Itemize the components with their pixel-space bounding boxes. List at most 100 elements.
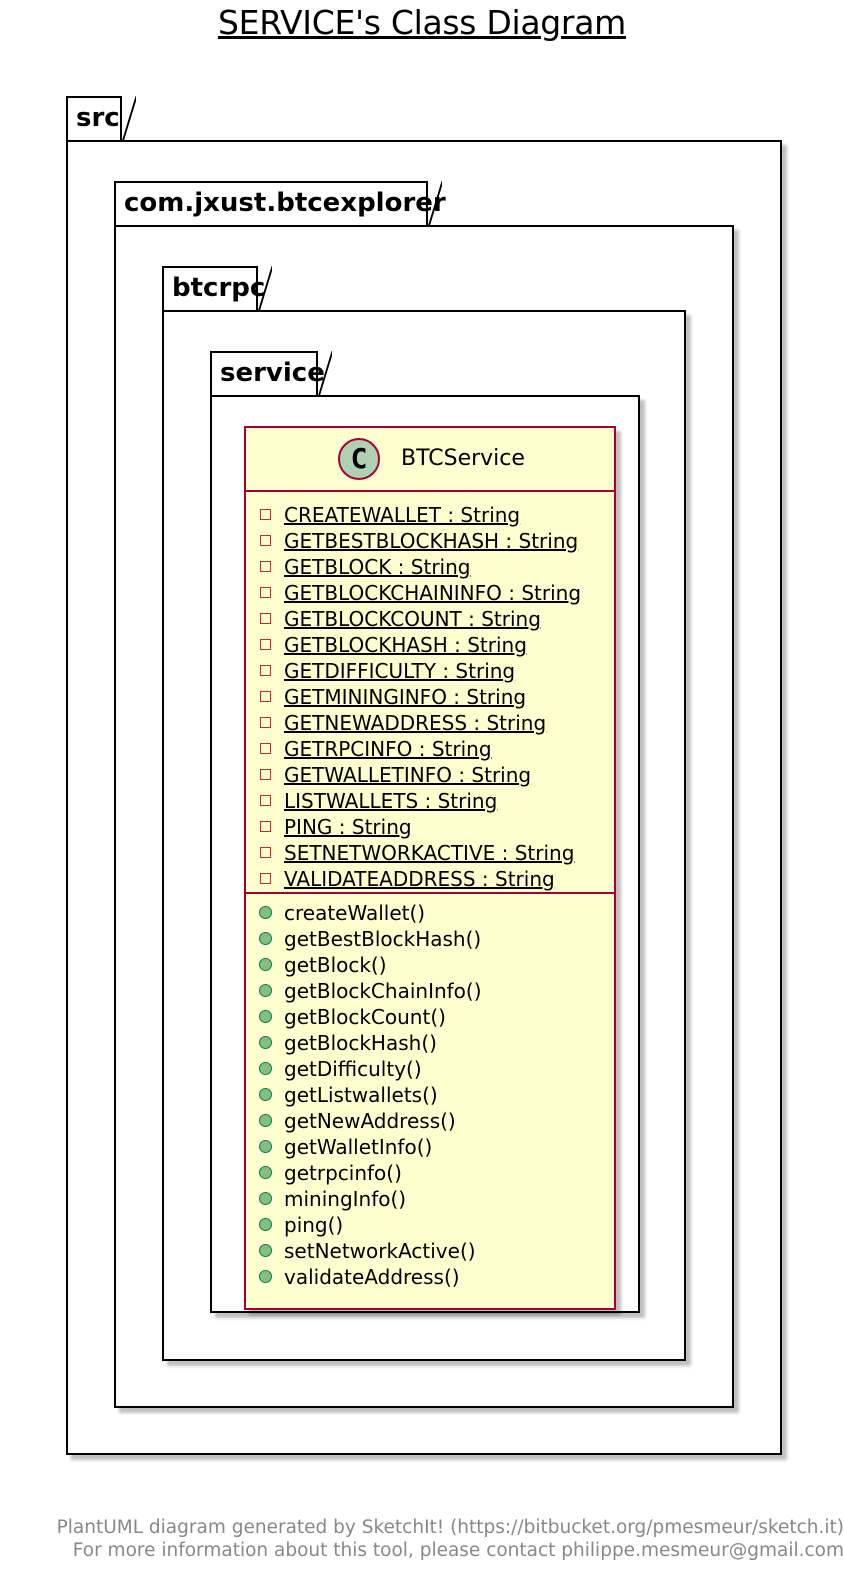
class-method: getBlockChainInfo() <box>246 978 614 1004</box>
field-label: GETNEWADDRESS : String <box>284 711 547 735</box>
class-field: GETNEWADDRESS : String <box>246 710 614 736</box>
field-label: GETRPCINFO : String <box>284 737 492 761</box>
class-c-icon: C <box>338 438 380 480</box>
private-visibility-icon <box>260 509 271 520</box>
field-label: GETBESTBLOCKHASH : String <box>284 529 579 553</box>
field-label: VALIDATEADDRESS : String <box>284 867 555 891</box>
public-visibility-icon <box>259 932 272 945</box>
field-label: GETWALLETINFO : String <box>284 763 532 787</box>
private-visibility-icon <box>260 873 271 884</box>
public-visibility-icon <box>259 1088 272 1101</box>
class-field: GETBLOCKCOUNT : String <box>246 606 614 632</box>
public-visibility-icon <box>259 1140 272 1153</box>
method-label: getBlockCount() <box>284 1005 446 1029</box>
public-visibility-icon <box>259 1270 272 1283</box>
public-visibility-icon <box>259 1114 272 1127</box>
class-method: miningInfo() <box>246 1186 614 1212</box>
method-label: getWalletInfo() <box>284 1135 433 1159</box>
method-label: setNetworkActive() <box>284 1239 476 1263</box>
public-visibility-icon <box>259 1244 272 1257</box>
package-tab-service: service <box>210 351 332 397</box>
field-label: GETBLOCK : String <box>284 555 471 579</box>
method-label: getBlockChainInfo() <box>284 979 482 1003</box>
class-field: CREATEWALLET : String <box>246 502 614 528</box>
class-field: VALIDATEADDRESS : String <box>246 866 614 892</box>
class-method: getBlockHash() <box>246 1030 614 1056</box>
private-visibility-icon <box>260 691 271 702</box>
class-method: getNewAddress() <box>246 1108 614 1134</box>
method-label: getrpcinfo() <box>284 1161 402 1185</box>
method-label: validateAddress() <box>284 1265 460 1289</box>
class-field: GETRPCINFO : String <box>246 736 614 762</box>
private-visibility-icon <box>260 821 271 832</box>
private-visibility-icon <box>260 587 271 598</box>
method-label: createWallet() <box>284 901 426 925</box>
field-label: GETBLOCKHASH : String <box>284 633 527 657</box>
package-tab-src: src <box>66 96 136 142</box>
class-method: getDifficulty() <box>246 1056 614 1082</box>
class-method: validateAddress() <box>246 1264 614 1290</box>
private-visibility-icon <box>260 639 271 650</box>
method-label: getBestBlockHash() <box>284 927 482 951</box>
private-visibility-icon <box>260 561 271 572</box>
field-label: GETBLOCKCHAININFO : String <box>284 581 582 605</box>
class-methods: createWallet()getBestBlockHash()getBlock… <box>246 894 614 1290</box>
public-visibility-icon <box>259 1192 272 1205</box>
class-field: GETWALLETINFO : String <box>246 762 614 788</box>
class-method: getBlock() <box>246 952 614 978</box>
package-tab-btcrpc: btcrpc <box>162 266 272 312</box>
class-method: getBestBlockHash() <box>246 926 614 952</box>
method-label: getBlock() <box>284 953 387 977</box>
field-label: SETNETWORKACTIVE : String <box>284 841 575 865</box>
method-label: getBlockHash() <box>284 1031 437 1055</box>
class-field: GETMININGINFO : String <box>246 684 614 710</box>
class-field: SETNETWORKACTIVE : String <box>246 840 614 866</box>
private-visibility-icon <box>260 743 271 754</box>
class-method: createWallet() <box>246 900 614 926</box>
field-label: GETMININGINFO : String <box>284 685 527 709</box>
public-visibility-icon <box>259 1166 272 1179</box>
public-visibility-icon <box>259 1062 272 1075</box>
footer-line-2: For more information about this tool, pl… <box>72 1540 844 1561</box>
public-visibility-icon <box>259 958 272 971</box>
footer-line-1: PlantUML diagram generated by SketchIt! … <box>56 1517 844 1538</box>
public-visibility-icon <box>259 1218 272 1231</box>
class-field: GETBLOCKCHAININFO : String <box>246 580 614 606</box>
private-visibility-icon <box>260 665 271 676</box>
public-visibility-icon <box>259 1010 272 1023</box>
field-label: GETDIFFICULTY : String <box>284 659 516 683</box>
method-label: miningInfo() <box>284 1187 407 1211</box>
class-method: ping() <box>246 1212 614 1238</box>
private-visibility-icon <box>260 847 271 858</box>
class-method: getListwallets() <box>246 1082 614 1108</box>
class-method: getWalletInfo() <box>246 1134 614 1160</box>
private-visibility-icon <box>260 795 271 806</box>
public-visibility-icon <box>259 906 272 919</box>
method-label: getNewAddress() <box>284 1109 456 1133</box>
class-method: getBlockCount() <box>246 1004 614 1030</box>
class-field: GETBESTBLOCKHASH : String <box>246 528 614 554</box>
private-visibility-icon <box>260 769 271 780</box>
class-name: BTCService <box>401 446 525 471</box>
class-method: getrpcinfo() <box>246 1160 614 1186</box>
package-tab-com-jxust-btcexplorer: com.jxust.btcexplorer <box>114 181 446 227</box>
private-visibility-icon <box>260 613 271 624</box>
private-visibility-icon <box>260 535 271 546</box>
method-label: getListwallets() <box>284 1083 438 1107</box>
field-label: LISTWALLETS : String <box>284 789 498 813</box>
diagram-title: SERVICE's Class Diagram <box>218 3 626 42</box>
class-header: C BTCService <box>246 428 614 492</box>
public-visibility-icon <box>259 1036 272 1049</box>
field-label: PING : String <box>284 815 412 839</box>
method-label: getDifficulty() <box>284 1057 422 1081</box>
class-method: setNetworkActive() <box>246 1238 614 1264</box>
class-field: LISTWALLETS : String <box>246 788 614 814</box>
class-field: GETDIFFICULTY : String <box>246 658 614 684</box>
public-visibility-icon <box>259 984 272 997</box>
class-field: GETBLOCK : String <box>246 554 614 580</box>
field-label: CREATEWALLET : String <box>284 503 521 527</box>
field-label: GETBLOCKCOUNT : String <box>284 607 541 631</box>
private-visibility-icon <box>260 717 271 728</box>
